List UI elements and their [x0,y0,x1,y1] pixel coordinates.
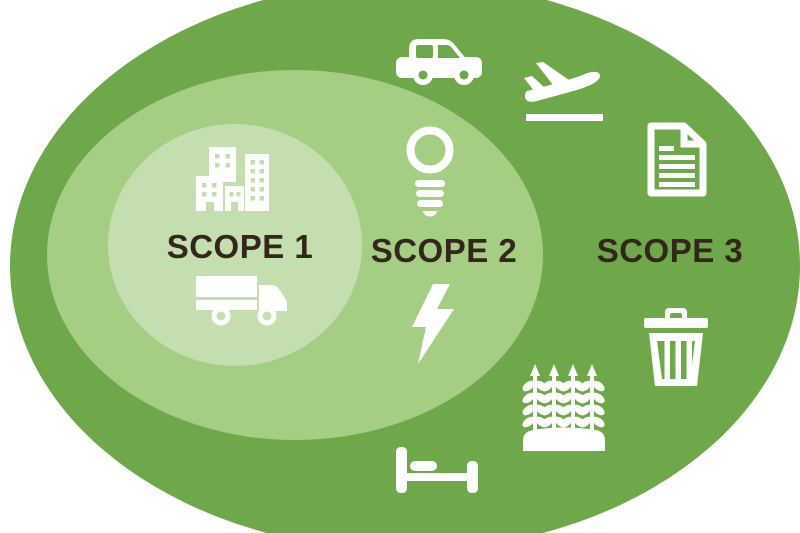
scope2-label: SCOPE 2 [371,232,518,269]
buildings-icon [196,147,269,211]
lightbulb-icon [406,126,454,217]
airplane-icon [524,62,603,121]
icons [196,39,708,493]
lightning-bolt-icon [412,284,454,364]
truck-icon [196,276,287,326]
scope1-ellipse [108,124,362,366]
car-icon [396,39,482,85]
bed-icon [396,447,478,493]
wheat-icon [521,364,607,451]
scope1-label: SCOPE 1 [167,228,314,265]
scope3-label: SCOPE 3 [597,232,744,269]
trash-icon [644,308,708,386]
document-icon [647,122,707,197]
